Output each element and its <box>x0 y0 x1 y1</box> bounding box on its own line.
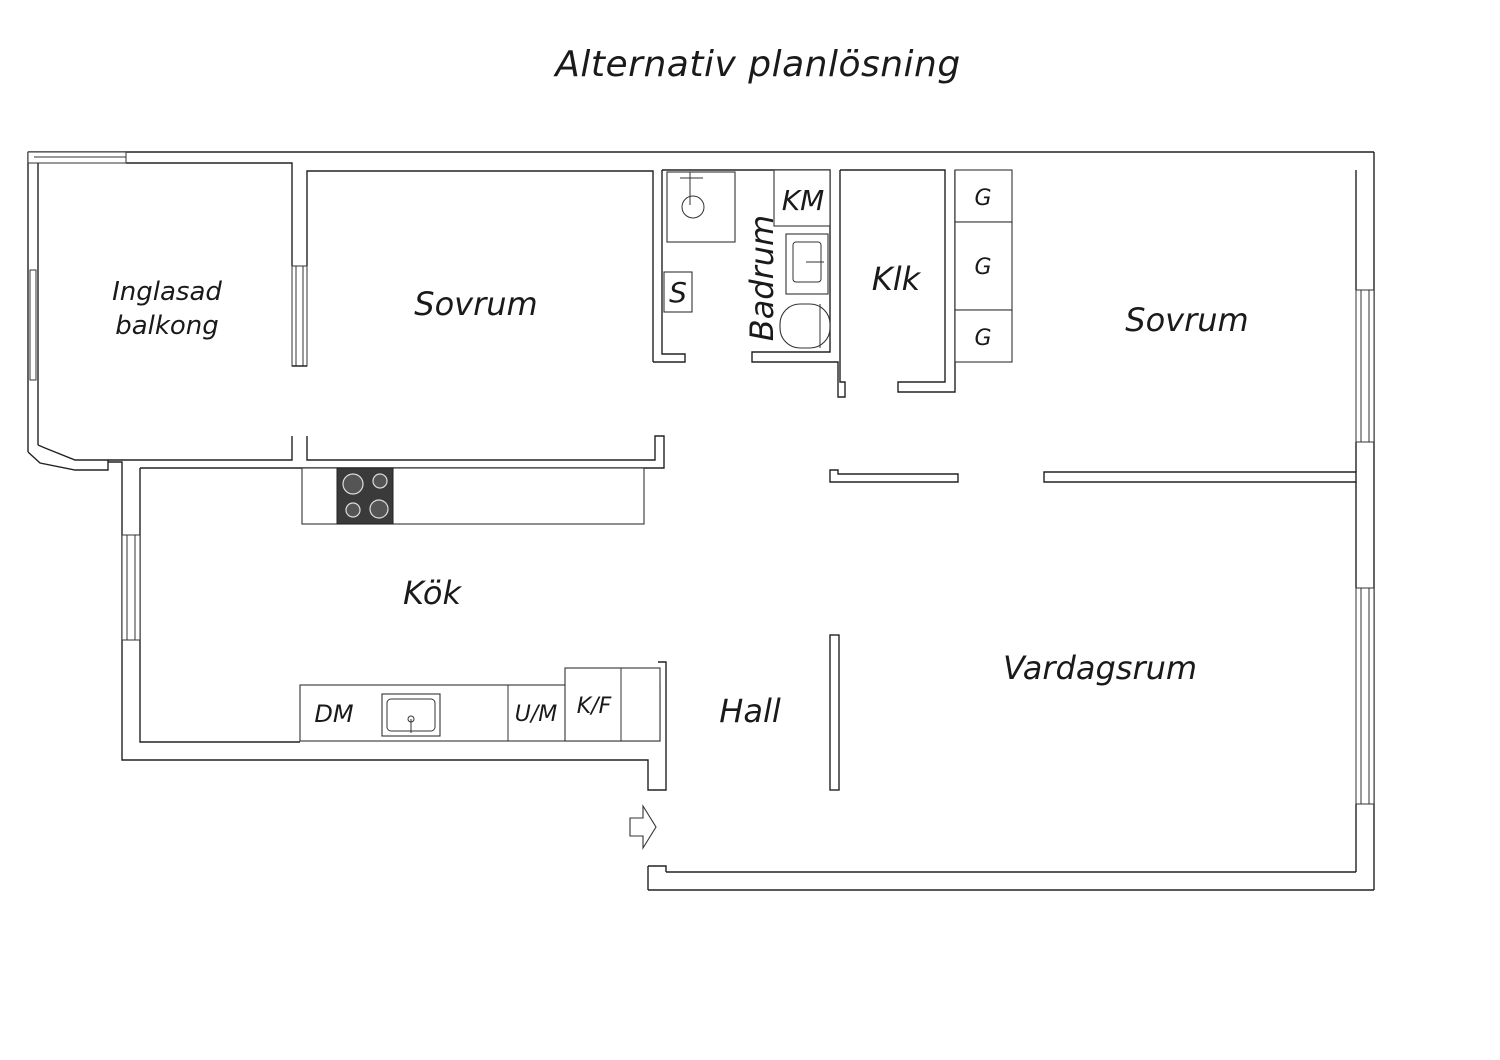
label-bedroom-2: Sovrum <box>1125 301 1248 339</box>
label-storage: S <box>669 276 687 309</box>
window-kitchen <box>121 534 141 641</box>
label-wardrobe-2: G <box>974 255 991 280</box>
storage-cabinet <box>663 271 693 313</box>
windows <box>27 151 1375 805</box>
plan-title: Alternativ planlösning <box>555 44 961 85</box>
window-balcony-side <box>29 269 37 381</box>
label-kitchen: Kök <box>403 574 462 612</box>
fridge-freezer-unit <box>564 667 661 742</box>
window-living <box>1355 587 1375 805</box>
label-bedroom-1: Sovrum <box>414 285 537 323</box>
wardrobe-1 <box>954 169 1013 223</box>
wardrobes <box>954 169 1013 363</box>
interior-walls <box>108 169 1357 791</box>
outer-walls <box>27 151 1375 891</box>
label-living-room: Vardagsrum <box>1003 649 1197 687</box>
label-wardrobe-3: G <box>974 326 991 351</box>
label-fridge-freezer: K/F <box>577 694 612 719</box>
label-wardrobe-1: G <box>974 186 991 211</box>
wardrobe-3 <box>954 309 1013 363</box>
label-hall: Hall <box>719 692 781 730</box>
window-bedroom1 <box>291 265 308 367</box>
label-washing-machine: KM <box>782 184 825 217</box>
label-bathroom: Badrum <box>743 215 781 341</box>
kitchen-fixtures <box>299 467 661 742</box>
label-dishwasher: DM <box>314 700 353 728</box>
label-oven-microwave: U/M <box>515 702 558 727</box>
room-labels: Inglasad balkong Sovrum Badrum Klk Sovru… <box>112 215 1249 730</box>
entrance-arrow-icon <box>629 804 657 850</box>
washing-machine <box>773 169 831 227</box>
wardrobe-2 <box>954 221 1013 311</box>
washbasin <box>785 233 829 295</box>
label-balcony-1: Inglasad <box>112 277 222 307</box>
fixture-labels: KM S G G G DM U/M K/F <box>314 184 991 728</box>
toilet <box>779 303 831 349</box>
label-balcony-2: balkong <box>115 311 219 341</box>
window-bedroom2 <box>1355 289 1375 443</box>
label-closet: Klk <box>872 260 922 298</box>
bathroom-fixtures <box>663 169 831 349</box>
shower <box>666 171 736 243</box>
hall-divider-wall <box>829 634 840 791</box>
